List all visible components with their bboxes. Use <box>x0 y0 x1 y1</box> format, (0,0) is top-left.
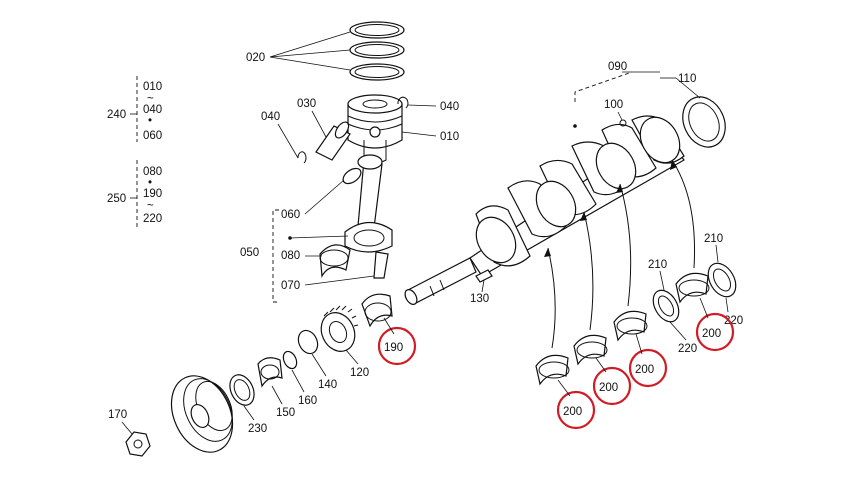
circlip-right <box>397 96 409 109</box>
label-110: 110 <box>678 73 696 85</box>
thrust-washer-a <box>652 289 680 323</box>
label-240: 240 <box>107 109 126 121</box>
legend-group-250: 250 080 • 190 ~ 220 <box>107 160 162 228</box>
label-020-group: 020 <box>246 31 351 71</box>
connecting-rod <box>342 154 393 279</box>
legend-250-mid: 190 <box>143 188 162 200</box>
label-030: 030 <box>297 98 316 110</box>
label-220-a: 220 <box>678 343 697 355</box>
label-210-a: 210 <box>648 259 667 271</box>
label-070: 070 <box>281 280 300 292</box>
label-170: 170 <box>108 409 127 421</box>
callout-190: 190 <box>377 317 417 366</box>
callout-200-c: 200 <box>628 333 668 388</box>
label-100: 100 <box>604 99 623 111</box>
label-140: 140 <box>318 379 337 391</box>
legend-250-dot: • <box>148 177 152 189</box>
thrust-washer-b <box>707 262 737 298</box>
label-080: 080 <box>281 250 300 262</box>
label-040-right: 040 <box>440 101 459 113</box>
crank-gear <box>320 305 359 352</box>
piston-pin <box>315 121 351 161</box>
front-bushing <box>361 293 393 328</box>
label-160: 160 <box>298 395 317 407</box>
piston <box>347 94 403 164</box>
main-bearing-4 <box>675 272 710 304</box>
crankshaft <box>404 115 685 305</box>
connecting-rod-frame <box>272 209 279 303</box>
label-050: 050 <box>240 247 259 259</box>
pulley-ring <box>229 374 255 406</box>
crank-pulley <box>170 375 234 453</box>
legend-group-240: 240 010 ~ 040 • 060 <box>107 76 162 142</box>
label-220-b: 220 <box>724 315 743 327</box>
label-190: 190 <box>384 342 403 354</box>
rear-seal <box>682 96 726 148</box>
callout-200-d: 200 <box>695 297 735 352</box>
woodruff-key <box>475 269 493 283</box>
pulley-nut <box>125 431 151 457</box>
label-210-b: 210 <box>704 233 723 245</box>
label-090: 090 <box>608 61 627 73</box>
legend-250-from: 080 <box>143 166 162 178</box>
label-060: 060 <box>281 209 300 221</box>
main-bearing-3 <box>613 310 648 342</box>
legend-250-range: ~ <box>147 200 154 212</box>
legend-240-extra: 060 <box>143 130 162 142</box>
callout-200-b: 200 <box>592 357 632 406</box>
assembly-arrows <box>544 159 695 349</box>
circlip-left <box>297 151 307 164</box>
legend-240-range: ~ <box>147 93 154 105</box>
label-150: 150 <box>276 407 295 419</box>
crankshaft-frame <box>574 71 660 102</box>
label-250: 250 <box>107 193 126 205</box>
legend-240-dot: • <box>148 115 152 127</box>
legend-250-to: 220 <box>143 213 162 225</box>
label-200-c: 200 <box>635 364 654 376</box>
spacer <box>257 357 283 388</box>
legend-240-to: 040 <box>143 104 162 116</box>
label-020: 020 <box>246 52 265 64</box>
legend-240-from: 010 <box>143 81 162 93</box>
label-200-a: 200 <box>563 406 582 418</box>
label-200-b: 200 <box>599 382 618 394</box>
collar <box>297 329 319 355</box>
label-230: 230 <box>248 423 267 435</box>
label-040-left: 040 <box>261 111 280 123</box>
main-bearing-2 <box>573 334 608 366</box>
label-130: 130 <box>470 293 489 305</box>
piston-rings <box>349 21 405 81</box>
label-200-d: 200 <box>702 328 721 340</box>
conrod-bearing <box>319 244 351 278</box>
main-bearing-1 <box>535 354 570 386</box>
label-010: 010 <box>440 131 459 143</box>
o-ring <box>282 350 298 370</box>
label-120: 120 <box>350 367 369 379</box>
callout-200-a: 200 <box>556 379 596 430</box>
